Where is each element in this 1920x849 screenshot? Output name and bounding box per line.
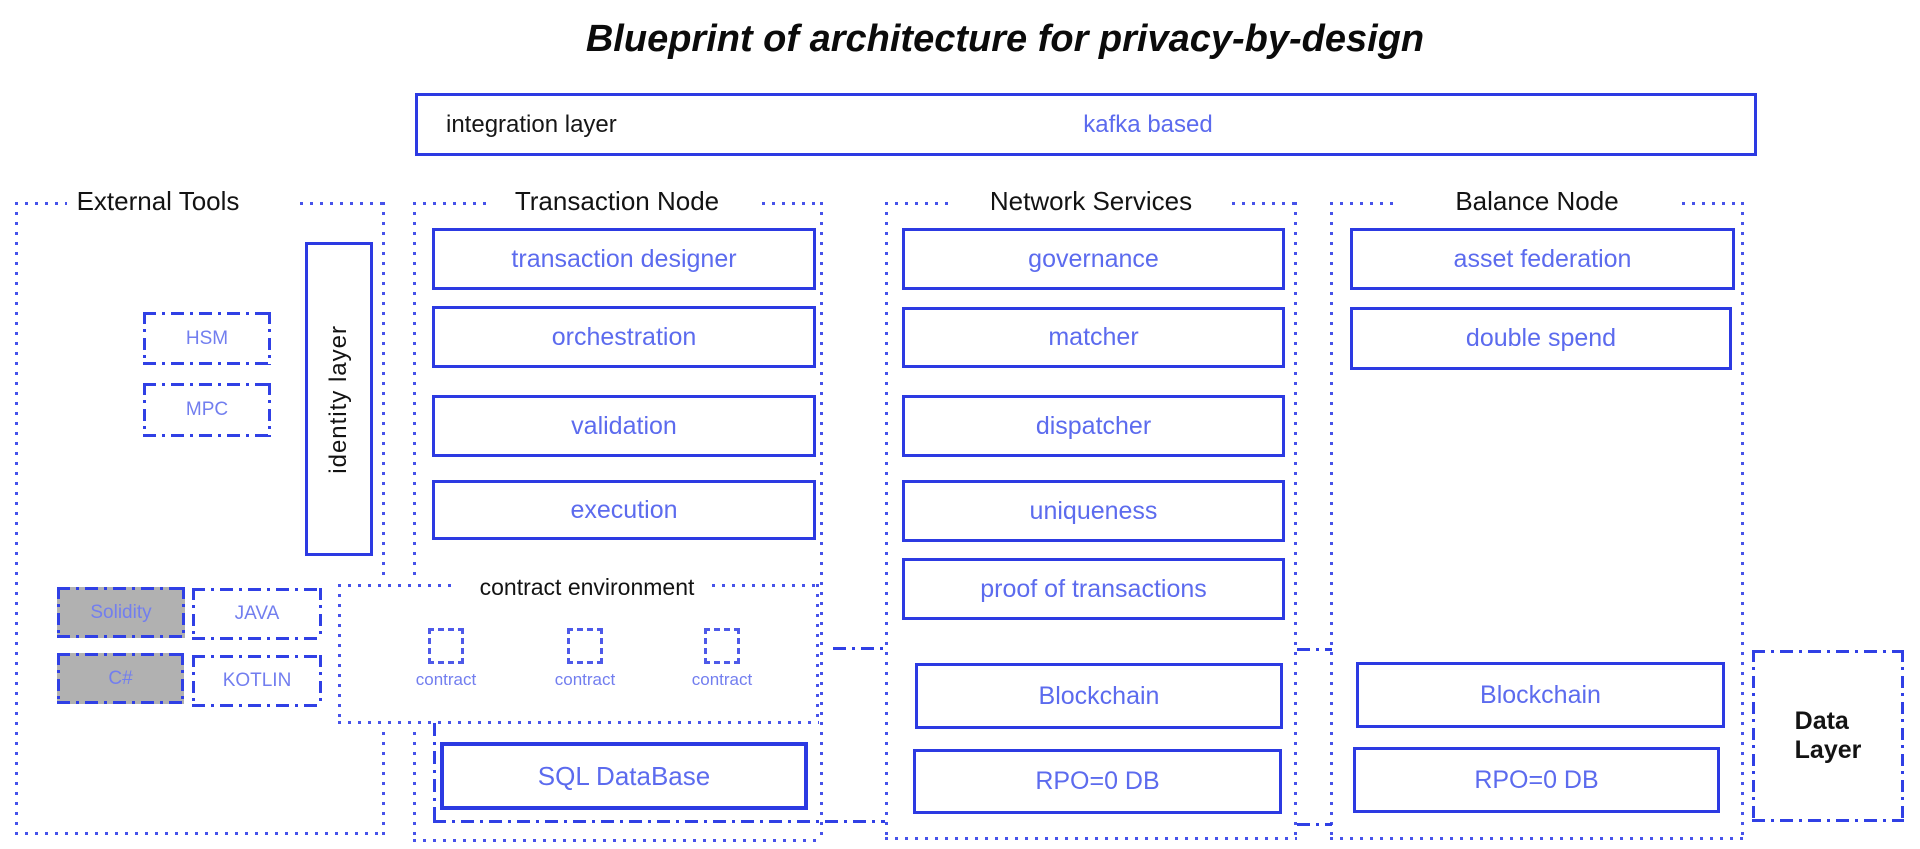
network-blockchain-label: Blockchain (1038, 681, 1160, 710)
data-layer-boundary-segment (1297, 648, 1332, 651)
balance-node-heading: Balance Node (1455, 186, 1619, 216)
network-services-border-bottom (885, 837, 1297, 840)
transaction-node-heading: Transaction Node (514, 186, 720, 216)
java-box: JAVA (192, 588, 322, 640)
csharp-label: C# (108, 667, 133, 689)
data-layer-label-line2: Layer (1794, 736, 1862, 764)
contract-environment-border-left (338, 584, 341, 723)
network-blockchain-box: Blockchain (915, 663, 1283, 729)
network-services-border-left (885, 202, 888, 840)
contract-environment-heading: contract environment (479, 574, 695, 600)
transaction-node-border-top-left (413, 202, 491, 205)
hsm-box: HSM (143, 312, 271, 365)
transaction-node-border-bottom (413, 839, 823, 842)
identity-layer-box: identity layer (305, 242, 373, 556)
hsm-label: HSM (185, 327, 229, 349)
balance-blockchain-label: Blockchain (1480, 680, 1601, 709)
execution-label: execution (570, 495, 678, 524)
uniqueness-box: uniqueness (902, 480, 1285, 542)
execution-box: execution (432, 480, 816, 540)
transaction-designer-label: transaction designer (511, 244, 737, 273)
contract-environment-border-top-left (338, 584, 458, 587)
kafka-based-label: kafka based (1083, 110, 1213, 138)
network-services-border-top-left (885, 202, 953, 205)
transaction-node-border-top-right (762, 202, 820, 205)
uniqueness-label: uniqueness (1029, 496, 1158, 525)
double-spend-box: double spend (1350, 307, 1732, 370)
mpc-box: MPC (143, 383, 271, 437)
validation-label: validation (571, 411, 677, 440)
asset-federation-box: asset federation (1350, 228, 1735, 290)
proof-of-transactions-box: proof of transactions (902, 558, 1285, 620)
solidity-box: Solidity (57, 587, 185, 638)
balance-rpo-db-box: RPO=0 DB (1353, 747, 1720, 813)
data-layer-boundary-segment (1297, 823, 1332, 826)
matcher-box: matcher (902, 307, 1285, 368)
data-layer-boundary-segment (433, 820, 885, 823)
proof-of-transactions-label: proof of transactions (980, 574, 1207, 603)
contract-environment-border-right (816, 584, 819, 723)
contract-label: contract (415, 670, 477, 689)
network-services-border-right (1294, 202, 1297, 840)
balance-node-border-right (1741, 202, 1744, 840)
orchestration-box: orchestration (432, 306, 816, 368)
diagram-title: Blueprint of architecture for privacy-by… (585, 18, 1425, 60)
matcher-label: matcher (1048, 323, 1139, 351)
data-layer-label-line1: Data (1794, 707, 1849, 735)
contract-label: contract (554, 670, 616, 689)
balance-blockchain-box: Blockchain (1356, 662, 1725, 728)
sql-database-box: SQL DataBase (440, 742, 808, 810)
transaction-node-border-right (820, 202, 823, 842)
contract-icon (567, 628, 603, 664)
identity-layer-label: identity layer (325, 324, 352, 474)
orchestration-label: orchestration (551, 322, 697, 351)
contract-icon (704, 628, 740, 664)
external-tools-border-bottom (15, 832, 385, 835)
network-rpo-db-label: RPO=0 DB (1035, 767, 1160, 795)
mpc-label: MPC (185, 399, 229, 420)
governance-box: governance (902, 228, 1285, 290)
external-tools-border-right (382, 202, 385, 835)
balance-node-border-left (1330, 202, 1333, 840)
balance-rpo-db-label: RPO=0 DB (1474, 765, 1599, 794)
external-tools-border-left (15, 202, 18, 835)
contract-environment-border-bottom (338, 721, 819, 724)
integration-layer-label: integration layer (446, 110, 617, 138)
java-label: JAVA (234, 603, 280, 624)
external-tools-heading: External Tools (76, 186, 240, 216)
double-spend-label: double spend (1465, 324, 1617, 352)
external-tools-border-top-right (300, 202, 385, 205)
contract-environment-border-top-right (712, 584, 819, 587)
network-services-heading: Network Services (989, 186, 1193, 216)
dispatcher-label: dispatcher (1035, 411, 1152, 440)
external-tools-border-top-left (15, 202, 67, 205)
contract-label: contract (691, 670, 753, 689)
balance-node-border-top-right (1682, 202, 1741, 205)
asset-federation-label: asset federation (1453, 244, 1632, 273)
governance-label: governance (1028, 244, 1159, 273)
data-layer-box: Data Layer (1752, 650, 1904, 822)
network-rpo-db-box: RPO=0 DB (913, 749, 1282, 814)
csharp-box: C# (57, 653, 184, 704)
kotlin-label: KOTLIN (222, 670, 292, 691)
kotlin-box: KOTLIN (192, 655, 322, 707)
transaction-designer-box: transaction designer (432, 228, 816, 290)
solidity-label: Solidity (90, 601, 152, 623)
data-layer-boundary-segment (833, 647, 885, 650)
integration-layer-box: integration layer kafka based (415, 93, 1757, 156)
contract-icon (428, 628, 464, 664)
validation-box: validation (432, 395, 816, 457)
balance-node-border-bottom (1330, 837, 1744, 840)
network-services-border-top-right (1232, 202, 1294, 205)
balance-node-border-top-left (1330, 202, 1400, 205)
data-layer-boundary-segment (433, 723, 436, 822)
dispatcher-box: dispatcher (902, 395, 1285, 457)
transaction-node-border-left (413, 202, 416, 842)
sql-database-label: SQL DataBase (537, 760, 711, 791)
